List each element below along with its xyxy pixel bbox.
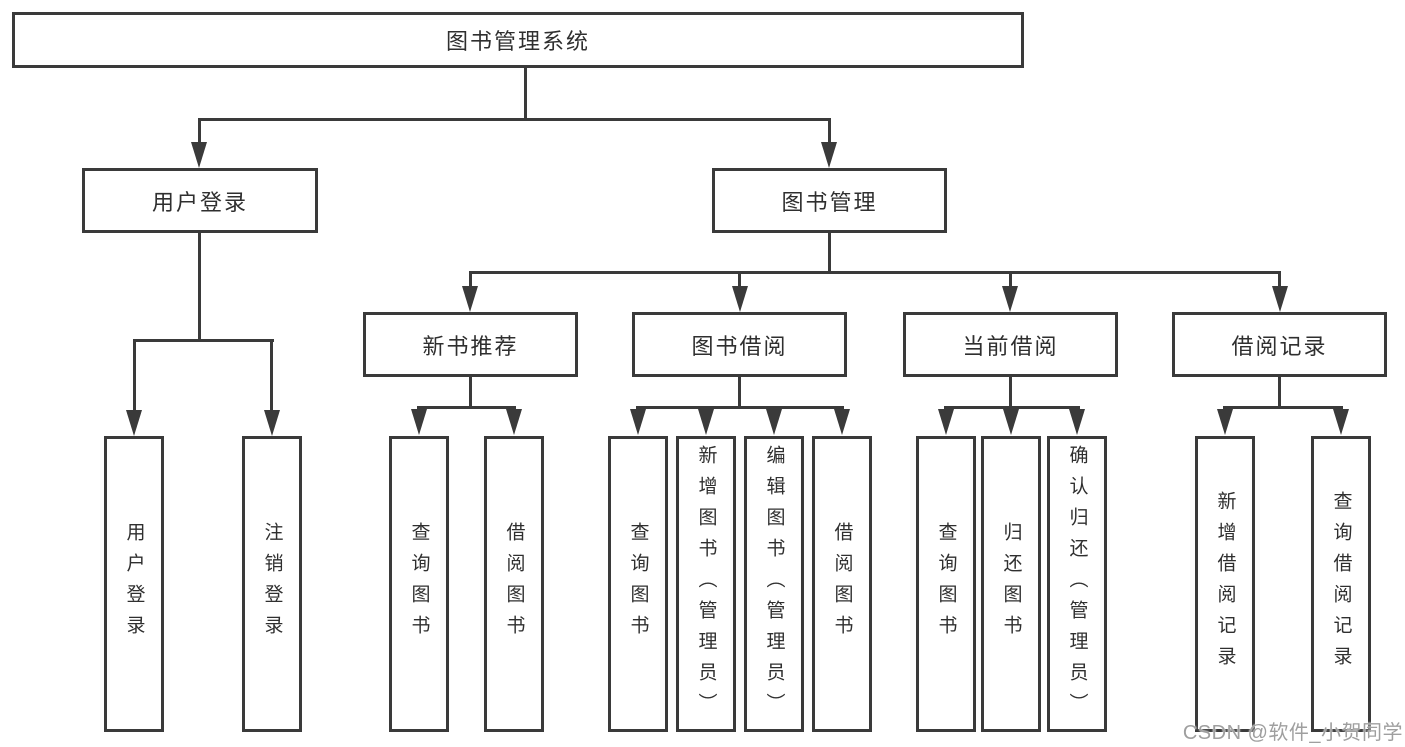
arrowhead-down-icon (126, 410, 142, 436)
node-borrowing-records: 借阅记录 (1172, 312, 1387, 377)
leaf-add-book-admin-label: 新增图书（管理员） (695, 444, 717, 724)
node-book-management: 图书管理 (712, 168, 947, 233)
connector-line (270, 342, 273, 412)
connector-line (944, 406, 1080, 409)
arrowhead-down-icon (834, 409, 850, 435)
arrowhead-down-icon (1003, 409, 1019, 435)
leaf-query-borrow-record-label: 查询借阅记录 (1330, 491, 1352, 677)
leaf-confirm-return-admin: 确认归还（管理员） (1047, 436, 1107, 732)
node-new-book-recommend-label: 新书推荐 (422, 333, 519, 359)
leaf-logout: 注销登录 (242, 436, 302, 732)
leaf-return-book-label: 归还图书 (1000, 522, 1022, 646)
connector-line (828, 233, 831, 274)
arrowhead-down-icon (630, 409, 646, 435)
node-book-borrowing-label: 图书借阅 (691, 333, 788, 359)
leaf-query-books-current-label: 查询图书 (935, 522, 957, 646)
leaf-add-borrow-record: 新增借阅记录 (1195, 436, 1255, 732)
leaf-query-books-borrow: 查询图书 (608, 436, 668, 732)
leaf-query-borrow-record: 查询借阅记录 (1311, 436, 1371, 732)
arrowhead-down-icon (766, 409, 782, 435)
connector-line (198, 233, 201, 342)
leaf-query-books-current: 查询图书 (916, 436, 976, 732)
arrowhead-down-icon (1333, 409, 1349, 435)
watermark: CSDN @软件_小贺同学 (1182, 722, 1403, 744)
node-borrowing-records-label: 借阅记录 (1231, 333, 1328, 359)
node-book-borrowing: 图书借阅 (632, 312, 847, 377)
leaf-query-books-borrow-label: 查询图书 (627, 522, 649, 646)
arrowhead-down-icon (938, 409, 954, 435)
arrowhead-down-icon (1002, 286, 1018, 312)
connector-line (198, 121, 201, 146)
connector-line (738, 274, 741, 288)
leaf-query-books-recommend: 查询图书 (389, 436, 449, 732)
arrowhead-down-icon (1217, 409, 1233, 435)
node-new-book-recommend: 新书推荐 (363, 312, 578, 377)
leaf-add-book-admin: 新增图书（管理员） (676, 436, 736, 732)
arrowhead-down-icon (1272, 286, 1288, 312)
node-book-management-label: 图书管理 (781, 189, 878, 215)
connector-line (738, 377, 741, 408)
arrowhead-down-icon (411, 409, 427, 435)
connector-line (417, 406, 516, 409)
node-current-borrowing: 当前借阅 (903, 312, 1118, 377)
leaf-edit-book-admin: 编辑图书（管理员） (744, 436, 804, 732)
leaf-borrow-books-recommend-label: 借阅图书 (503, 522, 525, 646)
connector-line (469, 377, 472, 408)
arrowhead-down-icon (1069, 409, 1085, 435)
connector-line (1278, 274, 1281, 288)
connector-line (1223, 406, 1343, 409)
connector-line (133, 342, 136, 412)
arrowhead-down-icon (821, 142, 837, 168)
connector-line (469, 274, 472, 288)
leaf-borrow-books-label: 借阅图书 (831, 522, 853, 646)
leaf-user-login: 用户登录 (104, 436, 164, 732)
node-user-login-label: 用户登录 (151, 189, 248, 215)
connector-line (1278, 377, 1281, 408)
connector-line (469, 271, 1281, 274)
arrowhead-down-icon (462, 286, 478, 312)
leaf-logout-label: 注销登录 (261, 522, 283, 646)
leaf-user-login-label: 用户登录 (123, 522, 145, 646)
node-current-borrowing-label: 当前借阅 (962, 333, 1059, 359)
arrowhead-down-icon (264, 410, 280, 436)
leaf-confirm-return-admin-label: 确认归还（管理员） (1066, 444, 1088, 724)
node-user-login: 用户登录 (82, 168, 318, 233)
leaf-borrow-books-recommend: 借阅图书 (484, 436, 544, 732)
connector-line (198, 118, 831, 121)
connector-line (636, 406, 844, 409)
leaf-return-book: 归还图书 (981, 436, 1041, 732)
connector-line (828, 121, 831, 146)
connector-line (524, 68, 527, 120)
node-library-system: 图书管理系统 (12, 12, 1024, 68)
node-library-system-label: 图书管理系统 (445, 29, 590, 54)
leaf-add-borrow-record-label: 新增借阅记录 (1214, 491, 1236, 677)
arrowhead-down-icon (732, 286, 748, 312)
arrowhead-down-icon (506, 409, 522, 435)
connector-line (1009, 274, 1012, 288)
leaf-borrow-books: 借阅图书 (812, 436, 872, 732)
connector-line (1009, 377, 1012, 408)
arrowhead-down-icon (191, 142, 207, 168)
leaf-query-books-recommend-label: 查询图书 (408, 522, 430, 646)
leaf-edit-book-admin-label: 编辑图书（管理员） (763, 444, 785, 724)
arrowhead-down-icon (698, 409, 714, 435)
connector-line (133, 339, 274, 342)
